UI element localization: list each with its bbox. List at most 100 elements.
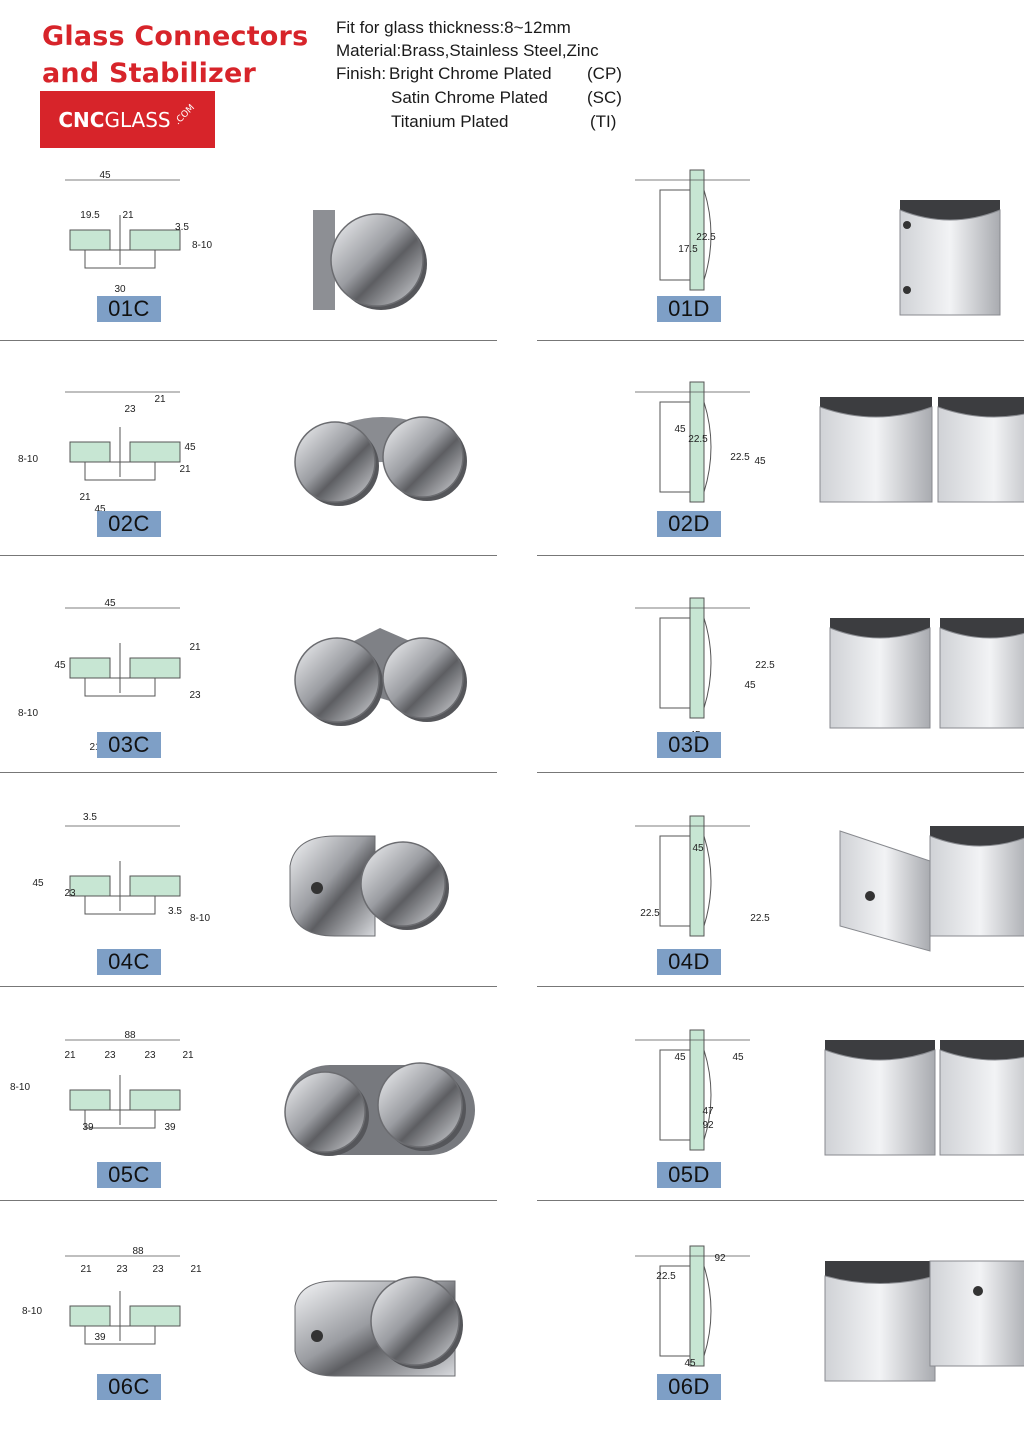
dimension-label: 21 [122, 210, 134, 221]
dimension-label: 39 [94, 1332, 106, 1343]
glass-panel [69, 657, 111, 679]
glass-panel [69, 441, 111, 463]
row-divider [537, 772, 1024, 773]
row-divider [537, 1200, 1024, 1201]
dimension-label: 23 [64, 888, 76, 899]
dimension-label: 8-10 [190, 913, 210, 924]
product-photo [255, 180, 505, 320]
spec-finish-code: (CP) [587, 64, 622, 83]
dimension-label: 8-10 [10, 1082, 30, 1093]
dimension-label: 45 [32, 878, 44, 889]
glass-panel [69, 875, 111, 897]
dimension-label: 45 [684, 1358, 696, 1369]
glass-panel [689, 597, 705, 719]
chrome-knob [370, 1276, 460, 1366]
clamp-face [824, 1049, 936, 1156]
spec-material: Material:Brass,Stainless Steel,Zinc [336, 41, 599, 60]
product-photo-svg [829, 618, 1024, 729]
dimension-label: 8-10 [18, 454, 38, 465]
glass-panel [129, 657, 181, 679]
clamp-outline [659, 401, 691, 493]
dimension-label: 21 [190, 1264, 202, 1275]
screw-hole [973, 1286, 983, 1296]
dimension-label: 21 [80, 1264, 92, 1275]
product-code-label: 03C [97, 732, 161, 758]
glass-panel [129, 229, 181, 251]
dimension-label: 45 [99, 170, 111, 181]
row-divider [0, 555, 497, 556]
dimension-label: 19.5 [80, 210, 100, 221]
clamp-outline [659, 1049, 691, 1141]
clamp-outline [659, 1265, 691, 1357]
glass-panel [69, 229, 111, 251]
chrome-knob [360, 841, 446, 927]
clamp-face [929, 835, 1024, 937]
dimension-label: 22.5 [640, 908, 660, 919]
product-code-label: 06D [657, 1374, 721, 1400]
clamp-outline [659, 835, 691, 927]
dimension-label: 45 [744, 680, 756, 691]
screw-hole [865, 891, 875, 901]
spec-finish-name: Satin Chrome Plated [391, 88, 548, 107]
wall-plate [289, 835, 376, 937]
dimension-label: 45 [184, 442, 196, 453]
spec-finish-code: (SC) [587, 88, 622, 107]
clamp-face [824, 1275, 936, 1382]
dimension-label: 45 [104, 598, 116, 609]
product-code-label: 03D [657, 732, 721, 758]
dimension-label: 47 [702, 1106, 714, 1117]
spec-finish-name: Bright Chrome Plated [389, 64, 552, 83]
dimension-label: 3.5 [168, 906, 182, 917]
row-divider [537, 986, 1024, 987]
product-photo [810, 806, 1024, 952]
screw-hole [311, 882, 323, 894]
dimension-label: 22.5 [656, 1271, 676, 1282]
product-photo-svg [824, 1040, 1024, 1156]
product-photo [255, 588, 505, 728]
product-code-label: 01D [657, 296, 721, 322]
glass-panel [129, 1089, 181, 1111]
dimension-label: 23 [116, 1264, 128, 1275]
page-title-line-1: Glass Connectors [42, 21, 309, 52]
dimension-label: 45 [692, 843, 704, 854]
clamp-face [819, 406, 933, 503]
clamp-face [899, 209, 1001, 316]
chrome-knob [382, 637, 464, 719]
dimension-label: 88 [124, 1030, 136, 1041]
dimension-label: 8-10 [22, 1306, 42, 1317]
brand-logo-suffix: .COM [172, 102, 197, 127]
brand-logo-rest: GLASS [104, 107, 171, 132]
glass-panel [689, 815, 705, 937]
chrome-knob [294, 421, 376, 503]
clamp-outline [659, 189, 691, 281]
dimension-label: 21 [64, 1050, 76, 1061]
screw-hole [311, 1330, 323, 1342]
chrome-knob [377, 1062, 463, 1148]
spec-finish-code: (TI) [590, 112, 617, 131]
product-photo [810, 1236, 1024, 1382]
glass-panel [689, 1029, 705, 1151]
product-photo-svg [824, 1260, 1024, 1382]
dimension-label: 45 [94, 504, 106, 515]
product-photo-svg [289, 835, 449, 937]
clamp-cover [703, 1265, 712, 1357]
dimension-label: 88 [132, 1246, 144, 1257]
